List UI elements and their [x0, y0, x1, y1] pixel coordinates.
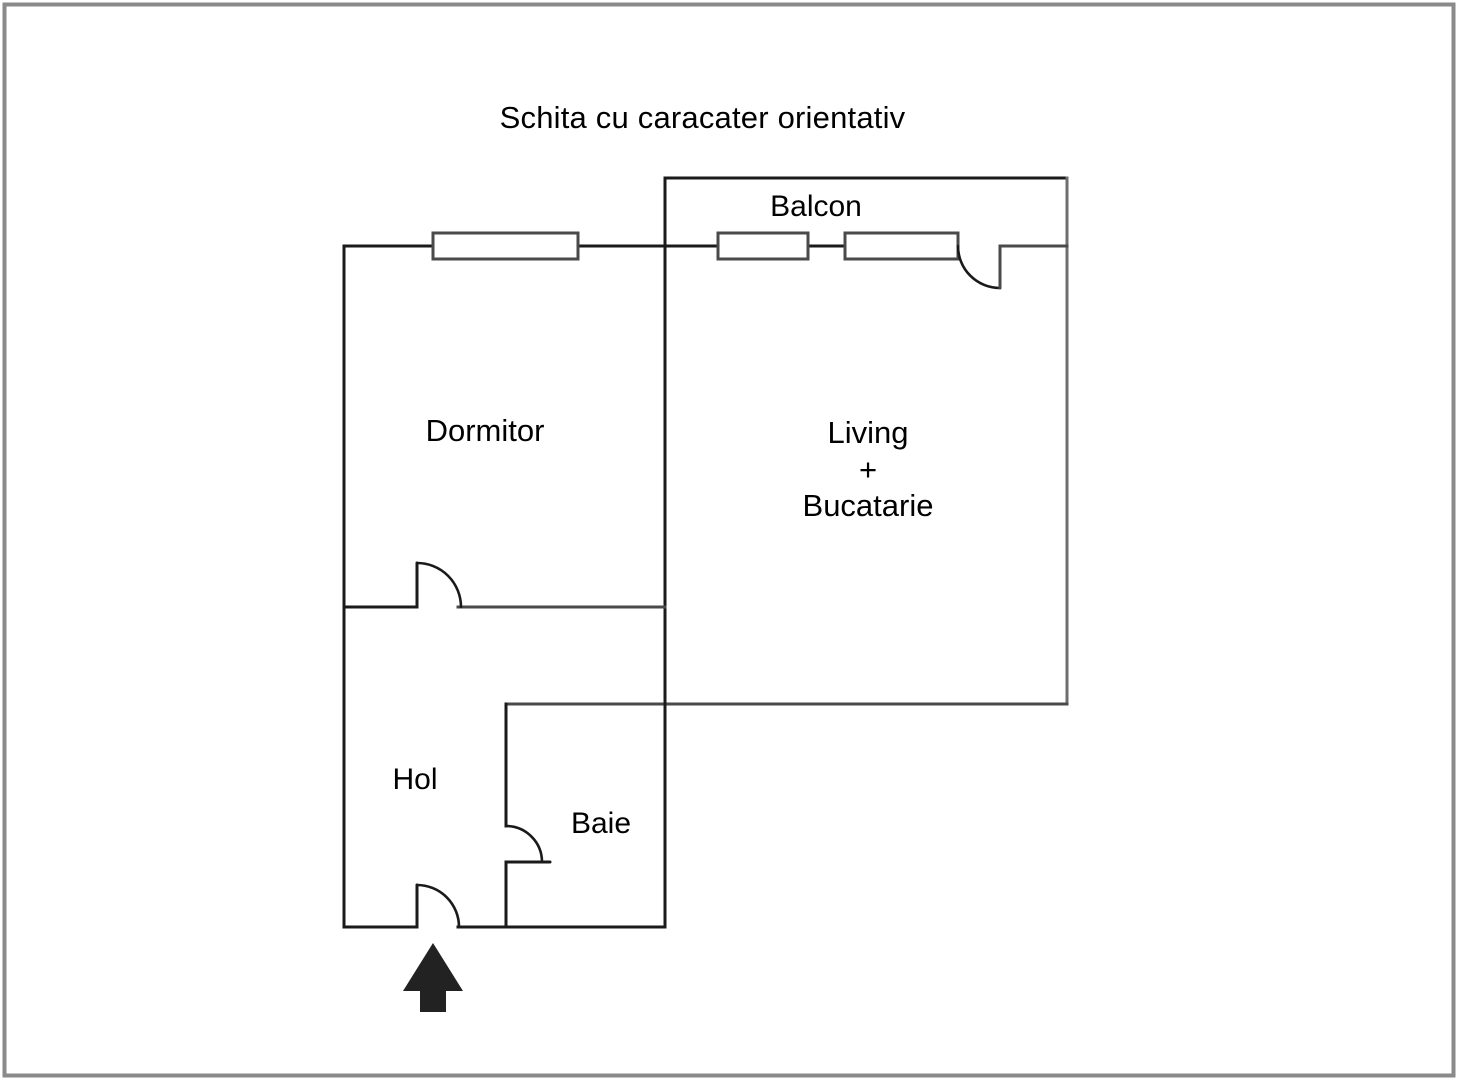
window-balcon-left — [716, 231, 810, 261]
door-entrance — [415, 883, 461, 929]
door-balcon-arc — [956, 244, 1002, 290]
window-dormitor — [431, 231, 580, 261]
door-dormitor-arc — [415, 561, 463, 609]
door-balcon — [956, 244, 1002, 290]
door-dormitor — [415, 561, 463, 609]
entrance-direction-arrow — [403, 943, 463, 1012]
door-baie-arc — [504, 824, 544, 864]
door-baie — [504, 824, 552, 864]
walls-group — [342, 176, 1069, 929]
window-balcon-right — [843, 231, 960, 261]
arrow-up-icon — [403, 943, 463, 1012]
doors-group — [415, 244, 1002, 929]
door-entrance-arc — [415, 883, 461, 929]
windows-group — [431, 231, 960, 261]
